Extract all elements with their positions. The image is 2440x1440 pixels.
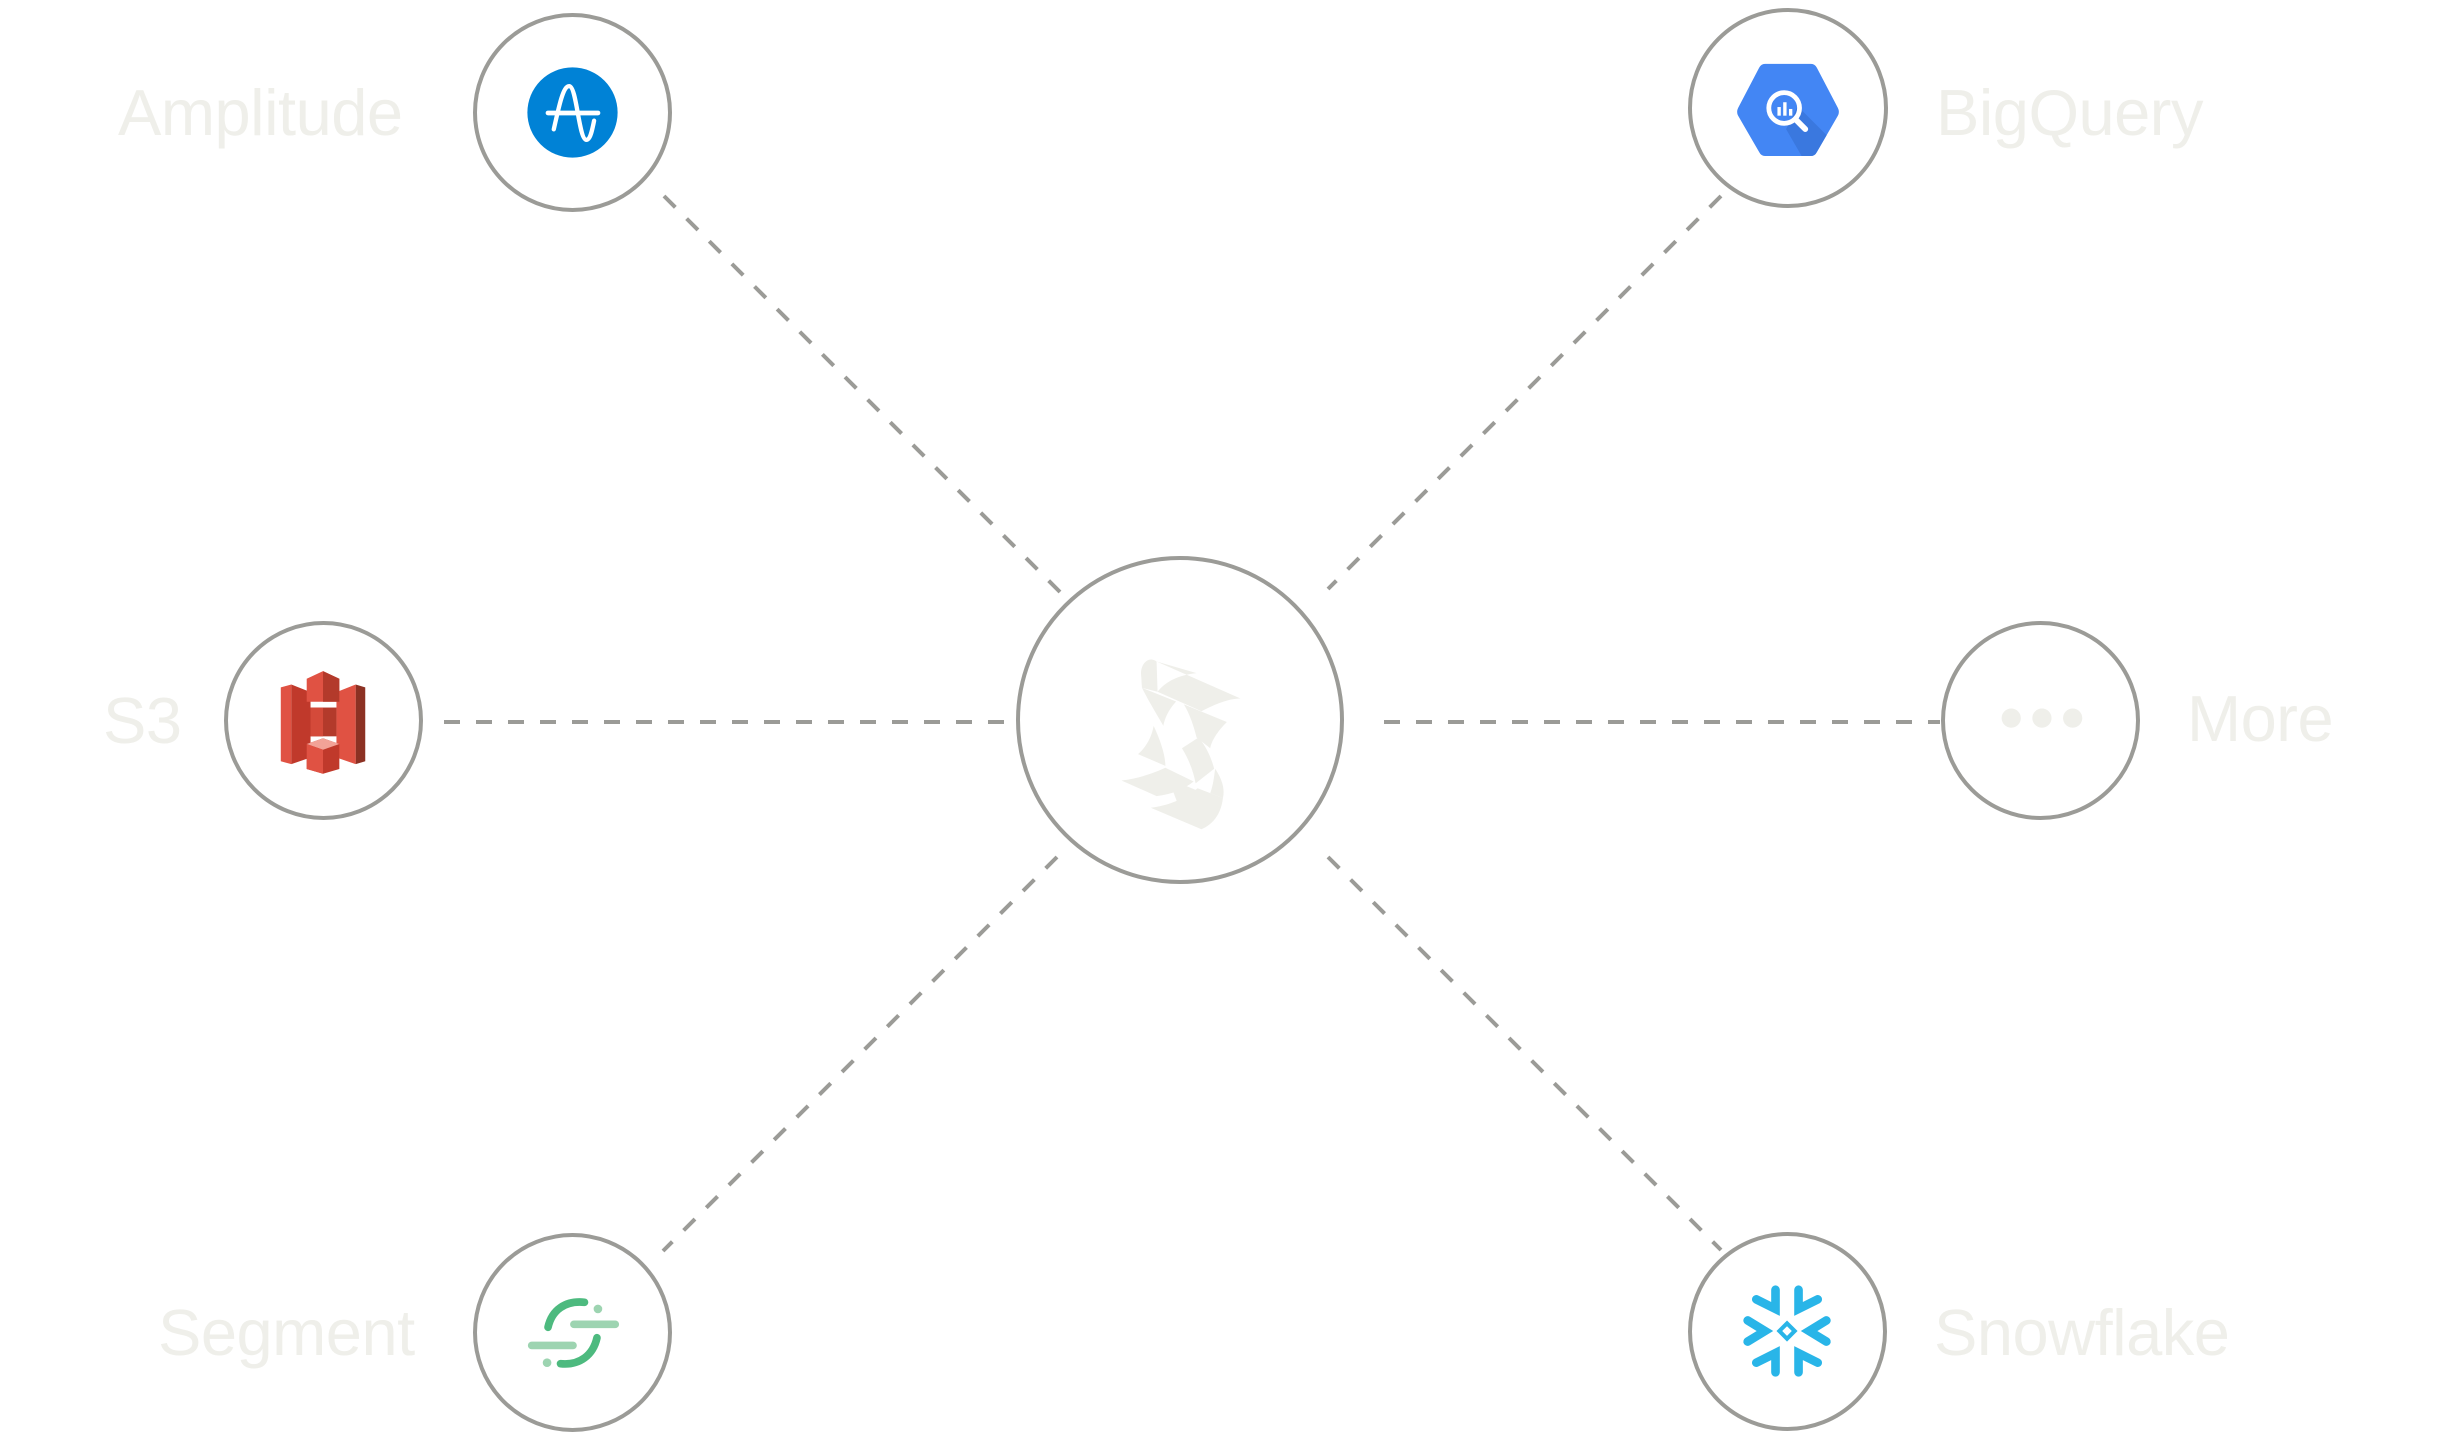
label-snowflake: Snowflake	[1934, 1296, 2230, 1369]
aws-s3-icon	[280, 671, 366, 774]
integration-bigquery[interactable]	[1688, 8, 1888, 208]
segment-icon	[527, 1298, 620, 1368]
label-bigquery: BigQuery	[1936, 76, 2203, 149]
snowflake-icon	[1743, 1285, 1831, 1377]
connector-snowflake	[1326, 855, 1723, 1252]
label-more: More	[2187, 682, 2334, 755]
connector-segment	[661, 855, 1059, 1253]
integration-more[interactable]	[1941, 621, 2140, 820]
amplitude-icon	[527, 67, 618, 158]
connector-amplitude	[662, 194, 1062, 594]
connector-bigquery	[1326, 194, 1723, 591]
integration-amplitude[interactable]	[473, 13, 672, 212]
label-s3: S3	[103, 684, 182, 757]
hub-node[interactable]	[1016, 556, 1344, 884]
label-segment: Segment	[158, 1296, 415, 1369]
label-amplitude: Amplitude	[118, 76, 403, 149]
integration-segment[interactable]	[473, 1233, 672, 1432]
integration-snowflake[interactable]	[1688, 1232, 1887, 1431]
more-dots-icon	[2001, 708, 2083, 728]
s-pattern-logo-icon	[1121, 659, 1241, 830]
bigquery-icon	[1737, 63, 1839, 157]
integration-s3[interactable]	[224, 621, 423, 820]
